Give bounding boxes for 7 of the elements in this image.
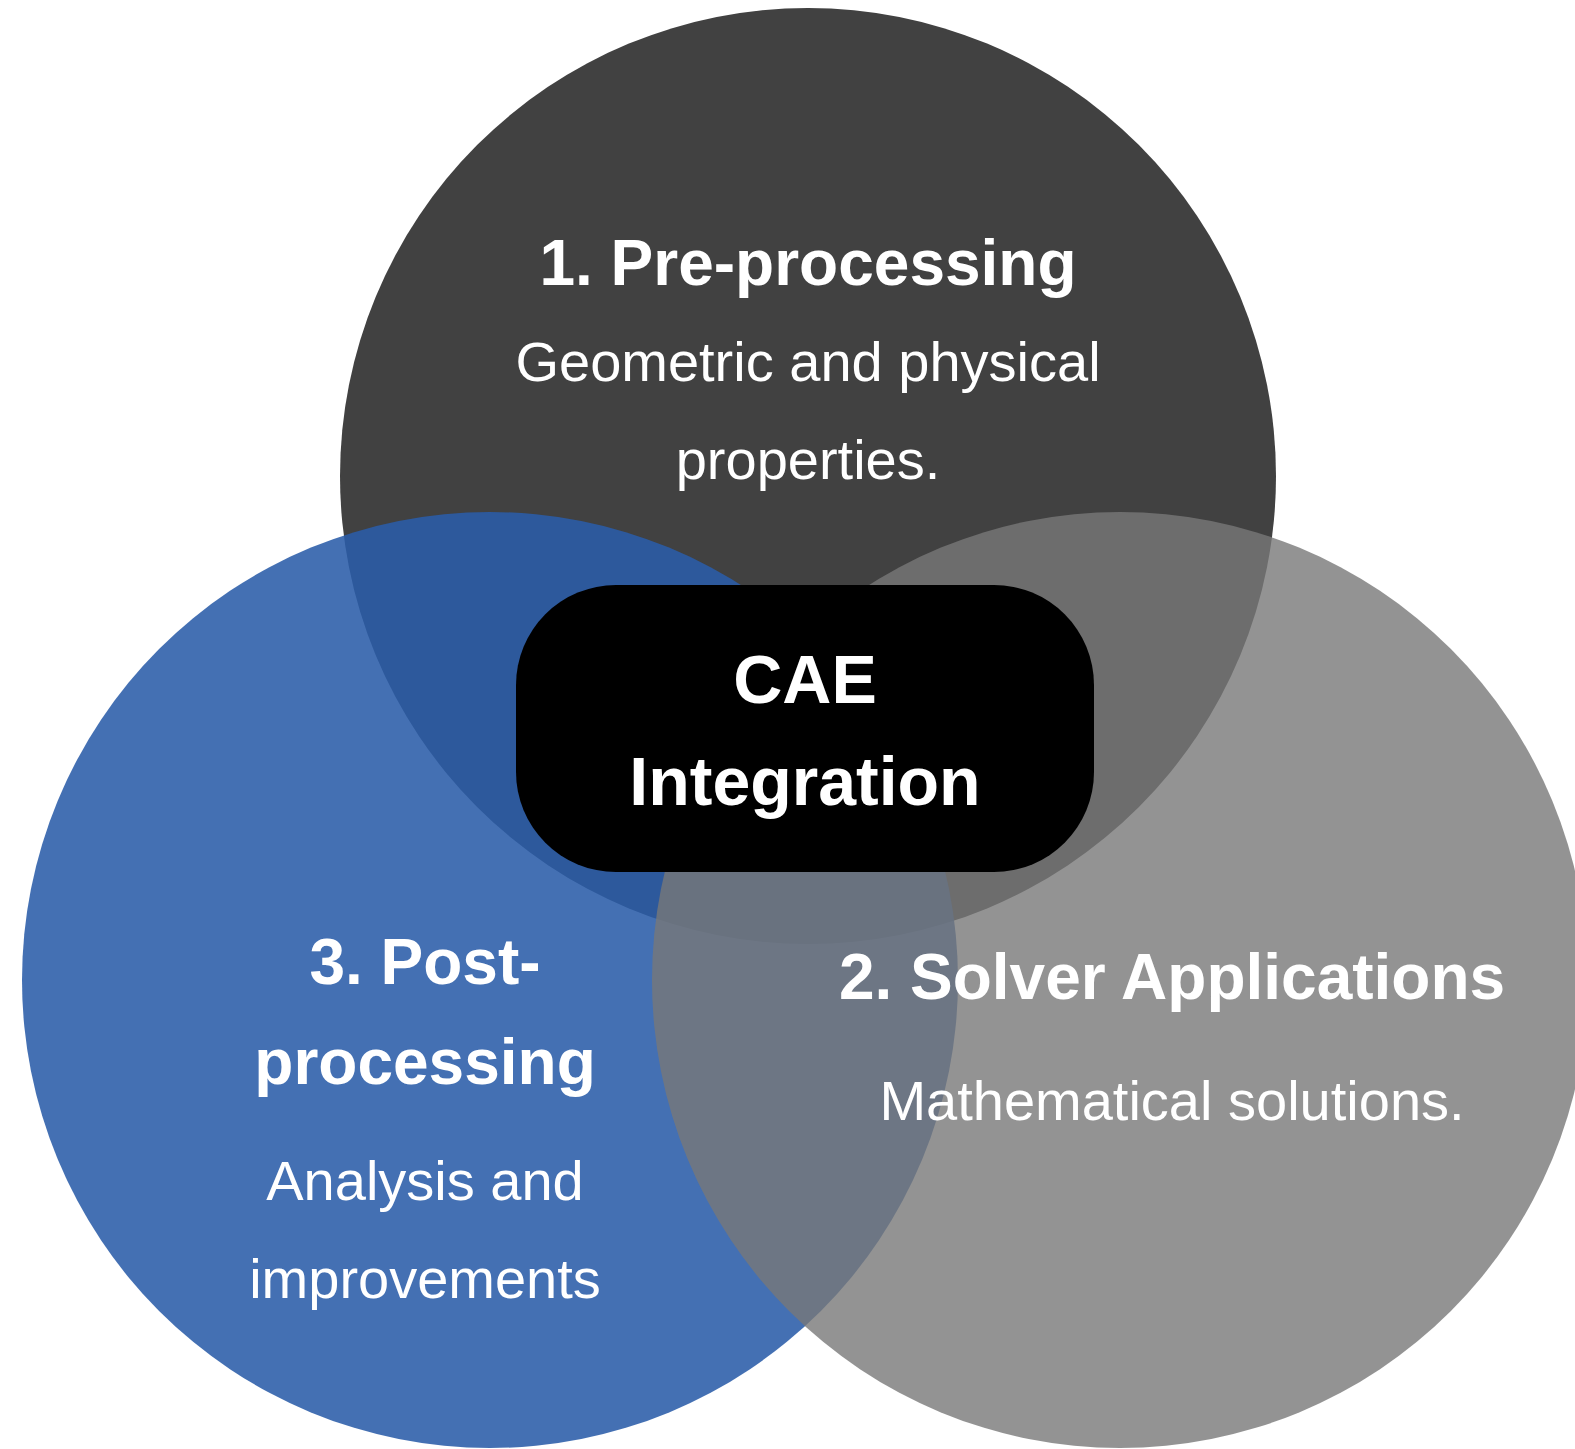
heading: CAE Integration <box>628 640 982 821</box>
description: Mathematical solutions. <box>878 1068 1466 1134</box>
heading: 1. Pre-processing <box>538 226 1078 301</box>
heading: 2. Solver Applications <box>837 940 1507 1015</box>
description: Geometric and physical properties. <box>514 329 1102 493</box>
description: Analysis and improvements <box>248 1148 602 1312</box>
heading: 3. Post-processing <box>253 925 597 1100</box>
